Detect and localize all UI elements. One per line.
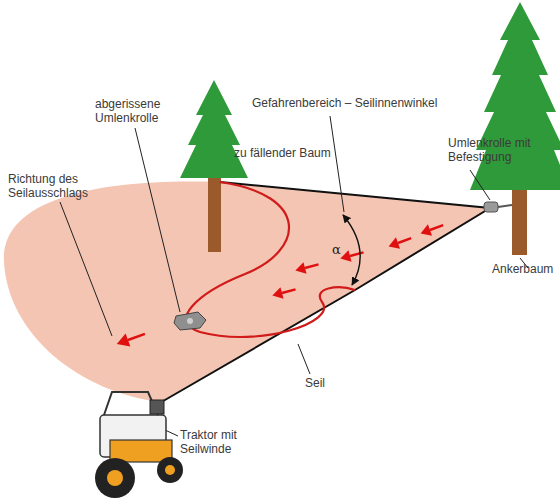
- pulley: [484, 202, 512, 212]
- tree-label: zu fällender Baum: [234, 146, 364, 160]
- tractor: [95, 392, 183, 498]
- danger-zone-label: Gefahrenbereich – Seilinnenwinkel: [252, 96, 472, 110]
- rope-label: Seil: [305, 376, 345, 390]
- tree-crown: [180, 80, 248, 178]
- motion-arrows: [114, 220, 445, 351]
- broken-pulley: [174, 312, 206, 330]
- danger-zone: [4, 182, 490, 402]
- angle-arc: [343, 215, 360, 285]
- rope: [158, 182, 490, 404]
- tractor-label: Traktor mit Seilwinde: [180, 428, 260, 456]
- rope-whip: [186, 182, 355, 337]
- leader-lines: [60, 116, 528, 436]
- pulley-label: Umlenkrolle mit Befestigung: [448, 136, 548, 164]
- anchor-label: Ankerbaum: [492, 262, 556, 276]
- angle-label: α: [332, 243, 346, 257]
- direction-label: Richtung des Seilausschlags: [8, 172, 118, 200]
- broken-pulley-label: abgerissene Umlenkrolle: [95, 97, 185, 125]
